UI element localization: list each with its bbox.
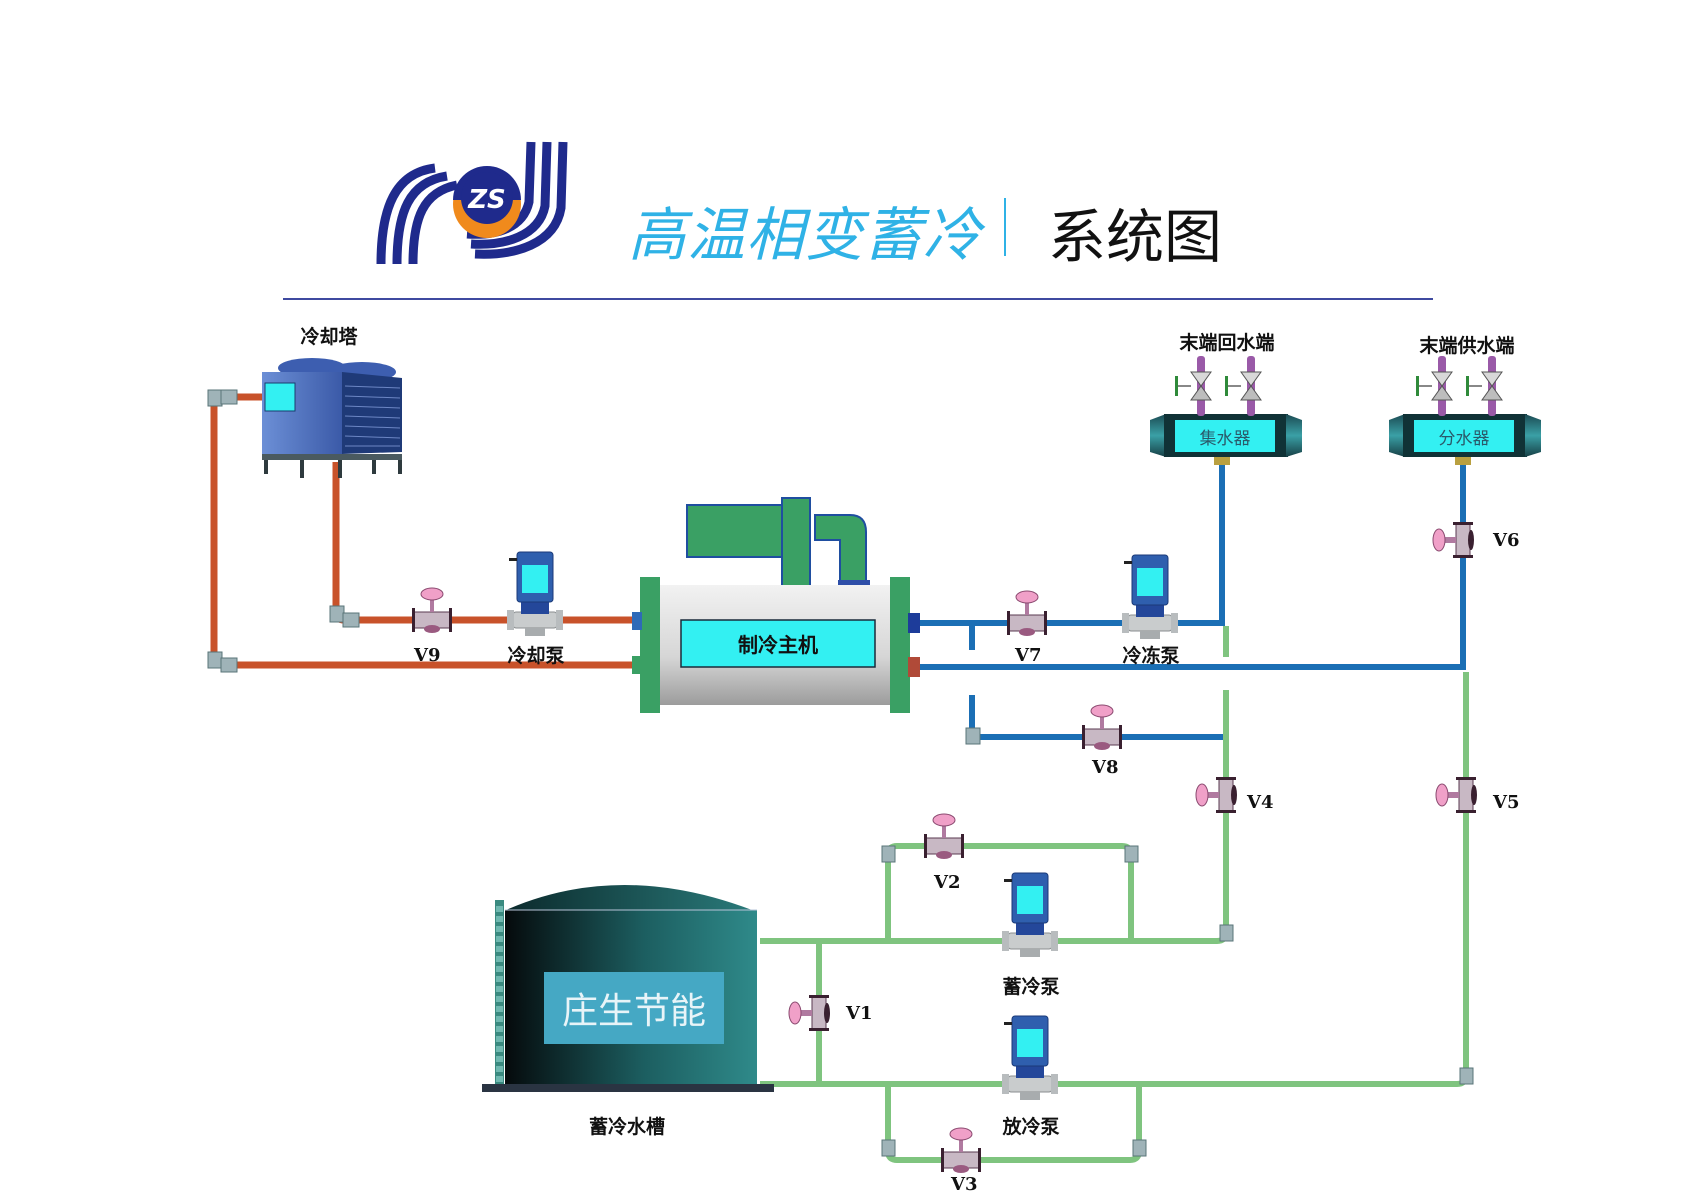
- valve-v7-label: V7: [1015, 645, 1042, 666]
- company-logo: ZS: [376, 141, 568, 265]
- header-rule: [283, 298, 1433, 300]
- supply-branch-2[interactable]: [1466, 356, 1503, 416]
- cooling-tower: [262, 358, 402, 478]
- ladder-rung: [496, 966, 503, 972]
- return-end-label: 末端回水端: [1179, 332, 1275, 354]
- pumps: [507, 551, 1178, 1100]
- ladder-rung: [496, 996, 503, 1002]
- return-branch-1[interactable]: [1175, 356, 1212, 416]
- cooling-return-pipe: [332, 462, 632, 624]
- diagram-title: 高温相变蓄冷: [628, 201, 983, 269]
- return-branch-2[interactable]: [1225, 356, 1262, 416]
- storage-tank: [482, 885, 774, 1092]
- valve-v4[interactable]: [1195, 777, 1237, 813]
- valve-v1[interactable]: [788, 995, 830, 1031]
- valve-v8-label: V8: [1092, 757, 1119, 778]
- ladder-rung: [496, 946, 503, 952]
- chiller-label: 制冷主机: [738, 633, 818, 657]
- valve-v1-label: V1: [846, 1003, 873, 1024]
- valve-v3-label: V3: [951, 1174, 978, 1195]
- tank-label: 蓄冷水槽: [588, 1116, 666, 1138]
- valve-v6-label: V6: [1493, 530, 1520, 551]
- chilled-pump: [1122, 554, 1178, 639]
- distributor-header: [1389, 414, 1541, 465]
- ladder-rung: [496, 1036, 503, 1042]
- v2-loop: [885, 843, 1134, 941]
- valve-v5[interactable]: [1435, 777, 1477, 813]
- valve-v8[interactable]: [1082, 704, 1122, 750]
- storage-pump-label: 蓄冷泵: [1002, 976, 1060, 998]
- chiller-unit: [632, 497, 920, 713]
- ladder-rung: [496, 936, 503, 942]
- storage-water-loop: [760, 626, 1469, 1163]
- discharge-pump-label: 放冷泵: [1002, 1116, 1060, 1138]
- ladder-rung: [496, 926, 503, 932]
- tank-ladder: [496, 906, 503, 1082]
- supply-end-label: 末端供水端: [1419, 335, 1515, 357]
- supply-branch-1[interactable]: [1416, 356, 1453, 416]
- ladder-rung: [496, 1046, 503, 1052]
- tank-brand-label: 庄生节能: [561, 991, 706, 1032]
- pipe-elbows: [207, 389, 360, 673]
- valves: [412, 522, 1477, 1173]
- valve-v2[interactable]: [924, 813, 964, 859]
- valve-v9[interactable]: [412, 587, 452, 633]
- collector-label: 集水器: [1199, 428, 1251, 449]
- ladder-rung: [496, 956, 503, 962]
- cooling-pump-label: 冷却泵: [507, 645, 565, 667]
- chilled-pump-label: 冷冻泵: [1122, 645, 1180, 667]
- ladder-rung: [496, 1076, 503, 1082]
- chilled-water-loop: [920, 460, 1466, 740]
- ladder-rung: [496, 916, 503, 922]
- title-separator: [1004, 198, 1006, 256]
- valve-v9-label: V9: [414, 645, 441, 666]
- valve-v6[interactable]: [1432, 522, 1474, 558]
- ladder-rung: [496, 1016, 503, 1022]
- storage-pump: [1002, 872, 1058, 957]
- cooling-tower-display: [264, 382, 296, 412]
- valve-v7[interactable]: [1007, 590, 1047, 636]
- valve-v2-label: V2: [934, 872, 961, 893]
- logo-text: ZS: [467, 185, 506, 215]
- tank-brand-box: [544, 972, 724, 1044]
- chiller-label-box: [680, 619, 876, 668]
- discharge-pump: [1002, 1015, 1058, 1100]
- diagram-subtitle: 系统图: [1048, 203, 1223, 271]
- collector-header: [1150, 414, 1302, 465]
- chilled-return-pipe: [920, 460, 1466, 670]
- ladder-rung: [496, 976, 503, 982]
- ladder-rung: [496, 986, 503, 992]
- ladder-rung: [496, 1066, 503, 1072]
- ladder-rung: [496, 1056, 503, 1062]
- v4-riser: [760, 690, 1229, 944]
- ladder-rung: [496, 906, 503, 912]
- ladder-rung: [496, 1006, 503, 1012]
- terminal-branches: [1175, 356, 1503, 416]
- ladder-rung: [496, 1026, 503, 1032]
- cooling-tower-label: 冷却塔: [300, 326, 358, 348]
- green-elbows: [881, 845, 1474, 1157]
- valve-v5-label: V5: [1493, 792, 1520, 813]
- cooling-pump: [507, 551, 563, 636]
- valve-v4-label: V4: [1247, 792, 1274, 813]
- distributor-label: 分水器: [1438, 428, 1490, 449]
- chilled-supply-pipe: [920, 460, 1225, 626]
- valve-v3[interactable]: [941, 1127, 981, 1173]
